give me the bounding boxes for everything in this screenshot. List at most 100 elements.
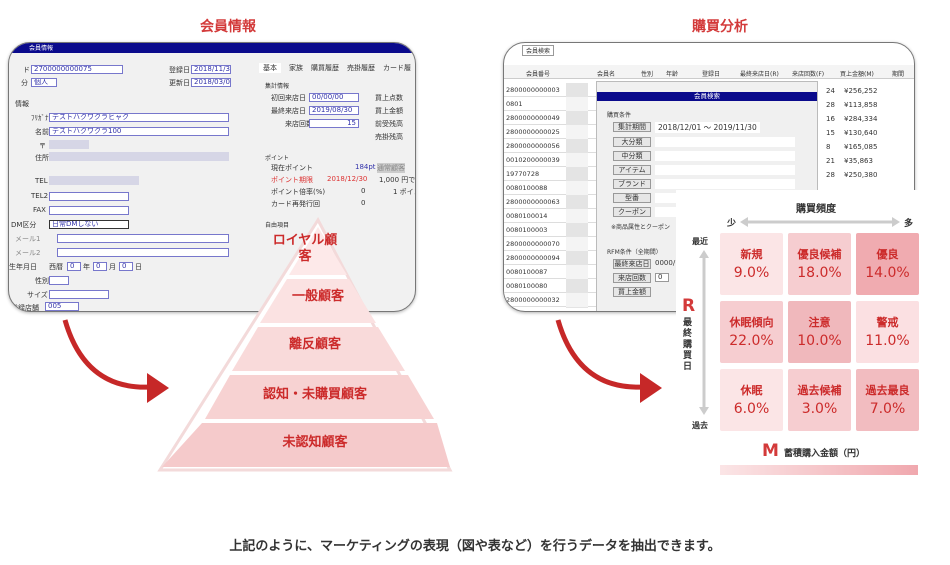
amount-cell: ¥165,085 (844, 143, 878, 151)
rfm-cell-percent: 7.0% (869, 401, 906, 417)
pyramid-label-unaware: 未認知顧客 (282, 435, 348, 450)
visit-count-cell: 28 (826, 101, 835, 109)
rfm-cell-name: 過去候補 (797, 384, 842, 397)
blurred-names (566, 83, 588, 308)
coupon-button[interactable]: クーポン (613, 207, 651, 217)
rfm-cell-name: 優良候補 (797, 248, 842, 261)
rfm-cell-name: 新規 (740, 248, 763, 261)
visit-count-cell: 28 (826, 171, 835, 179)
amount-cell: ¥256,252 (844, 87, 878, 95)
amount-cell: ¥284,334 (844, 115, 878, 123)
pyramid-level-3 (232, 327, 405, 371)
recency-top: 最近 (692, 237, 708, 246)
visit-count-cell: 16 (826, 115, 835, 123)
tab-card-history[interactable]: カード履 (383, 64, 411, 72)
m-letter: M (762, 441, 779, 461)
m-label: 蓄積購入金額（円） (784, 449, 866, 459)
purchase-analysis-title: 購買分析 (692, 19, 748, 35)
mail2-field[interactable] (57, 248, 229, 257)
tab-credit-history[interactable]: 売掛履歴 (347, 64, 375, 72)
visit-count-cell: 21 (826, 157, 835, 165)
rfm-cell-percent: 10.0% (797, 333, 842, 349)
visit-count-cell: 15 (826, 129, 835, 137)
kana-field[interactable]: テストハクワクラヒャク (49, 113, 229, 122)
visit-count-button[interactable]: 来店回数 (613, 273, 651, 283)
fax-field[interactable] (49, 206, 129, 215)
r-letter: R (682, 296, 696, 316)
caption: 上記のように、マーケティングの表現（図や表など）を行うデータを抽出できます。 (229, 539, 721, 554)
rfm-cell-percent: 14.0% (865, 265, 910, 281)
reg-date-field[interactable]: 2018/11/30 (191, 65, 231, 74)
member-info-screenshot: 会員情報 ド 2700000000075 分 個人 登録日 2018/11/30… (8, 42, 416, 312)
tab-basic[interactable]: 基本 (259, 63, 281, 73)
member-code-field[interactable]: 2700000000075 (31, 65, 123, 74)
birth-year-field[interactable]: 0 (67, 262, 81, 271)
pyramid-level-5 (162, 423, 450, 467)
rfm-cell: 注意 10.0% (788, 301, 851, 363)
rfm-cell-name: 警戒 (876, 316, 899, 329)
curved-arrow-icon (555, 319, 662, 403)
brand-button[interactable]: ブランド (613, 179, 651, 189)
first-visit-field[interactable]: 00/00/00 (309, 93, 359, 102)
pyramid-label-aware: 認知・未購買顧客 (262, 387, 367, 402)
last-visit-button[interactable]: 最終来店日 (613, 259, 651, 269)
birth-day-field[interactable]: 0 (119, 262, 133, 271)
store-field[interactable]: 005 (45, 302, 79, 311)
member-info-title: 会員情報 (200, 19, 256, 35)
category-mid-button[interactable]: 中分類 (613, 151, 651, 161)
rfm-cell-name: 注意 (808, 316, 831, 329)
visit-count-cell: 8 (826, 143, 831, 151)
tel2-field[interactable] (49, 192, 129, 201)
rfm-cell: 優良候補 18.0% (788, 233, 851, 295)
vertical-arrow-icon (699, 250, 709, 415)
window-title-bar: 会員情報 (9, 43, 415, 53)
tab-purchase-history[interactable]: 購買履歴 (311, 64, 339, 72)
pyramid-level-2 (260, 279, 376, 323)
amount-button[interactable]: 買上金額 (613, 287, 651, 297)
rfm-cell-name: 休眠傾向 (729, 316, 774, 329)
sex-field[interactable] (49, 276, 69, 285)
amount-cell: ¥113,858 (844, 101, 878, 109)
birth-month-field[interactable]: 0 (93, 262, 107, 271)
amount-cell: ¥35,863 (844, 157, 873, 165)
customer-pyramid (157, 217, 453, 472)
visits-field[interactable]: 15 (309, 119, 359, 128)
kubun-field[interactable]: 個人 (31, 78, 57, 87)
tab-bar: 基本 家族 購買履歴 売掛履歴 カード履 (259, 63, 411, 73)
tab-family[interactable]: 家族 (289, 64, 303, 72)
visit-count-cell: 24 (826, 87, 835, 95)
amount-cell: ¥250,380 (844, 171, 878, 179)
period-button[interactable]: 集計期間 (613, 122, 651, 132)
visit-count-field[interactable]: 0 (655, 273, 669, 282)
r-label: 最終購買日 (683, 318, 693, 373)
pyramid-level-4 (205, 375, 434, 419)
rfm-cell: 休眠傾向 22.0% (720, 301, 783, 363)
pyramid-level-1 (289, 227, 347, 275)
freq-high: 多 (904, 219, 914, 229)
upd-date-field[interactable]: 2018/03/06 (191, 78, 231, 87)
mail1-field[interactable] (57, 234, 229, 243)
dm-field[interactable]: 日常DMしない (49, 220, 129, 229)
freq-low: 少 (727, 219, 737, 229)
freq-title: 購買頻度 (796, 204, 836, 215)
rfm-cell: 休眠 6.0% (720, 369, 783, 431)
rfm-cell-percent: 22.0% (729, 333, 774, 349)
item-button[interactable]: アイテム (613, 165, 651, 175)
size-field[interactable] (49, 290, 109, 299)
list-header (504, 65, 914, 79)
member-search-tab[interactable]: 会員検索 (522, 45, 555, 56)
name-field[interactable]: テストハクワクラ100 (49, 127, 229, 136)
amount-cell: ¥130,640 (844, 129, 878, 137)
rfm-cell-name: 休眠 (740, 384, 763, 397)
model-button[interactable]: 型番 (613, 193, 651, 203)
pyramid-label-royal: ロイヤル顧客 (272, 233, 338, 264)
category-large-button[interactable]: 大分類 (613, 137, 651, 147)
rfm-cell-percent: 6.0% (733, 401, 770, 417)
last-visit-field[interactable]: 2019/08/30 (309, 106, 359, 115)
rfm-cell-percent: 18.0% (797, 265, 842, 281)
